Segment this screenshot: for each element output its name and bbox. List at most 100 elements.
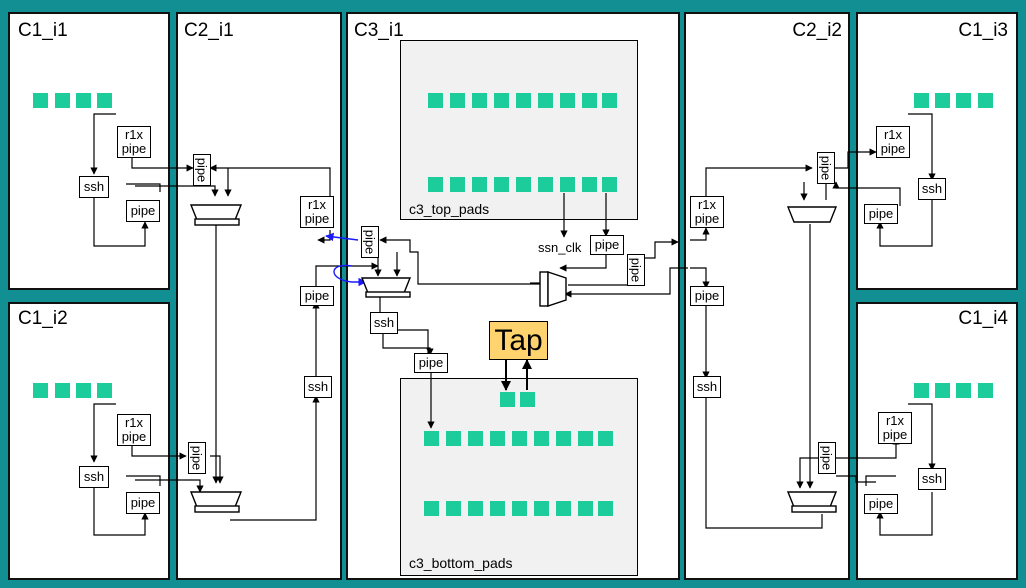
pad: [450, 177, 465, 192]
panel-title: C1_i2: [18, 308, 68, 329]
pipe-label: pipe: [868, 206, 894, 221]
pipe-block-vertical: pipe: [817, 152, 835, 184]
pipe-block-vertical: pipe: [188, 442, 206, 474]
tap-block: Tap: [489, 321, 548, 360]
r1x-label: r1x: [124, 127, 144, 142]
pad: [494, 93, 509, 108]
r1x-pipe-block: r1x pipe: [878, 412, 912, 444]
pad: [428, 177, 443, 192]
pad: [582, 177, 597, 192]
pad: [428, 93, 443, 108]
pad: [914, 383, 929, 398]
pipe-label: pipe: [818, 155, 834, 181]
pad: [598, 501, 613, 516]
pad: [424, 501, 439, 516]
ssh-block: ssh: [918, 468, 946, 490]
r1x-label: r1x: [885, 413, 905, 428]
pad: [76, 383, 91, 398]
pad: [560, 177, 575, 192]
pad: [424, 431, 439, 446]
pad: [516, 93, 531, 108]
pad: [978, 93, 993, 108]
pad: [935, 383, 950, 398]
pad: [538, 177, 553, 192]
pipe-block: pipe: [590, 235, 624, 255]
panel-title: C3_i1: [354, 20, 404, 41]
pad: [534, 501, 549, 516]
ssh-label: ssh: [921, 181, 943, 196]
r1x-pipe-block: r1x pipe: [117, 126, 151, 158]
pipe-label: pipe: [819, 445, 835, 471]
pad: [33, 93, 48, 108]
pad: [33, 383, 48, 398]
ssh-block: ssh: [693, 376, 721, 398]
pad: [55, 93, 70, 108]
pad: [978, 383, 993, 398]
pad: [956, 93, 971, 108]
pipe-label: pipe: [304, 288, 330, 303]
pipe-block: pipe: [864, 204, 898, 224]
r1x-pipe-block: r1x pipe: [300, 196, 334, 228]
panel-title: C1_i4: [958, 308, 1008, 329]
ssh-block: ssh: [304, 376, 332, 398]
r1x-label: r1x: [124, 415, 144, 430]
pipe-block-vertical: pipe: [361, 226, 379, 258]
ssh-label: ssh: [83, 179, 105, 194]
pipe-label: pipe: [628, 257, 644, 283]
pad: [468, 431, 483, 446]
r1x-label: r1x: [883, 127, 903, 142]
panel-title: C2_i1: [184, 20, 234, 41]
pipe-block: pipe: [414, 353, 448, 373]
pad: [534, 431, 549, 446]
pad: [578, 501, 593, 516]
r1x-label: r1x: [697, 197, 717, 212]
ssh-label: ssh: [921, 471, 943, 486]
pad: [560, 93, 575, 108]
r1x-pipe-block: r1x pipe: [690, 196, 724, 228]
pad: [446, 431, 461, 446]
pad: [582, 93, 597, 108]
pad: [512, 431, 527, 446]
tap-pad: [520, 392, 535, 407]
panel-title: C2_i2: [792, 20, 842, 41]
pad: [956, 383, 971, 398]
pad: [450, 93, 465, 108]
ssh-label: ssh: [307, 379, 329, 394]
pipe-label: pipe: [594, 237, 620, 252]
ssh-block: ssh: [79, 466, 109, 488]
ssn-clk-label: ssn_clk: [538, 240, 582, 255]
pad: [556, 501, 571, 516]
area-label: c3_bottom_pads: [409, 555, 513, 571]
pipe-block-vertical: pipe: [627, 254, 645, 286]
pipe-label: pipe: [130, 495, 156, 510]
pipe-label: pipe: [130, 203, 156, 218]
pad: [490, 431, 505, 446]
pipe-label: pipe: [304, 211, 330, 226]
c3-bottom-pads-area: c3_bottom_pads: [400, 378, 638, 576]
pad: [55, 383, 70, 398]
ssh-block: ssh: [79, 176, 109, 198]
pad: [935, 93, 950, 108]
pad: [76, 93, 91, 108]
pad: [914, 93, 929, 108]
pipe-label: pipe: [121, 429, 147, 444]
pipe-block: pipe: [300, 286, 334, 306]
r1x-label: r1x: [307, 197, 327, 212]
panel-title: C1_i3: [958, 20, 1008, 41]
pad: [516, 177, 531, 192]
pipe-label: pipe: [121, 141, 147, 156]
pad: [556, 431, 571, 446]
pipe-label: pipe: [189, 445, 205, 471]
pipe-label: pipe: [194, 157, 210, 183]
pad: [602, 93, 617, 108]
pipe-label: pipe: [418, 355, 444, 370]
pad: [97, 93, 112, 108]
pad: [446, 501, 461, 516]
pad: [472, 93, 487, 108]
pipe-block-vertical: pipe: [193, 154, 211, 186]
pad: [494, 177, 509, 192]
pad: [602, 177, 617, 192]
pipe-label: pipe: [694, 211, 720, 226]
pad: [472, 177, 487, 192]
